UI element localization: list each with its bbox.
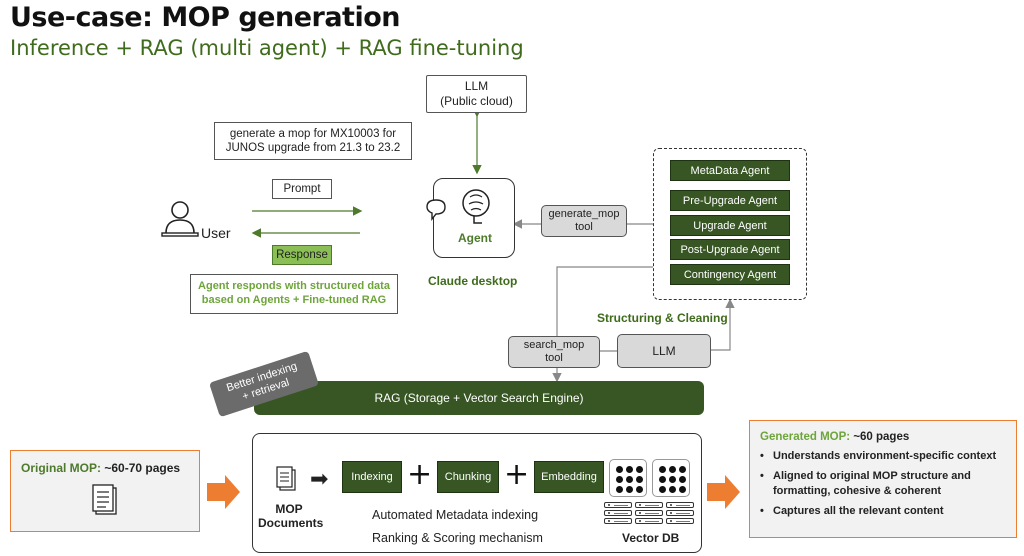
search-mop-label: search_mop	[523, 338, 585, 351]
agent-box: Agent	[433, 178, 515, 258]
generated-mop-bullet: Captures all the relevant content	[760, 504, 1006, 519]
rag-bar: RAG (Storage + Vector Search Engine)	[254, 381, 704, 415]
chat-bubble-icon	[426, 199, 446, 221]
agent-caption: Claude desktop	[428, 274, 518, 288]
plus-sign: +	[407, 457, 433, 492]
user-label: User	[201, 225, 231, 241]
arrow-right-icon	[707, 475, 740, 509]
pipeline-note-2: Ranking & Scoring mechanism	[372, 531, 543, 545]
agent-pre-upgrade: Pre-Upgrade Agent	[670, 190, 790, 211]
llm-public-label: LLM	[464, 79, 489, 93]
llm-public-cloud-box: LLM(Public cloud)	[426, 75, 527, 113]
agent-contingency: Contingency Agent	[670, 264, 790, 285]
agent-response-line-1: Agent responds with structured data	[198, 280, 390, 293]
vector-db-label: Vector DB	[622, 531, 680, 545]
brain-icon	[462, 189, 490, 224]
pipeline-note-1: Automated Metadata indexing	[372, 508, 539, 522]
response-label: Response	[272, 245, 332, 265]
prompt-label: Prompt	[272, 179, 332, 199]
embedding-grid-icon	[652, 459, 690, 497]
structuring-label: Structuring & Cleaning	[597, 311, 728, 325]
step-chunking: Chunking	[437, 461, 499, 493]
step-embedding: Embedding	[534, 461, 604, 493]
agent-label: Agent	[458, 231, 492, 245]
generated-mop-bullet: Understands environment-specific context	[760, 449, 1006, 464]
original-mop-heading: Original MOP: ~60-70 pages	[21, 461, 180, 475]
embedding-grid-icon	[609, 459, 647, 497]
step-indexing: Indexing	[342, 461, 402, 493]
agent-post-upgrade: Post-Upgrade Agent	[670, 239, 790, 260]
mop-documents-label: MOP Documents	[258, 502, 324, 531]
document-icon	[92, 484, 117, 515]
pipeline-box	[252, 433, 702, 553]
agents-group	[653, 148, 807, 300]
agent-upgrade: Upgrade Agent	[670, 215, 790, 236]
generate-mop-label: generate_mop	[548, 207, 620, 220]
original-mop-box: Original MOP: ~60-70 pages	[10, 450, 200, 532]
arrow-right-icon	[207, 475, 240, 509]
page-title: Use-case: MOP generation	[10, 2, 400, 33]
generated-mop-value: ~60 pages	[853, 431, 910, 443]
llm-local-box: LLM	[617, 334, 711, 368]
agent-metadata: MetaData Agent	[670, 160, 790, 181]
original-mop-label: Original MOP:	[21, 461, 102, 475]
generate-mop-sub: tool	[575, 221, 593, 233]
generated-mop-heading: Generated MOP: ~60 pages	[760, 431, 1006, 443]
user-icon	[161, 201, 199, 237]
plus-sign: +	[504, 457, 530, 492]
page-subtitle: Inference + RAG (multi agent) + RAG fine…	[10, 36, 524, 60]
mop-docs-line-2: Documents	[258, 516, 324, 531]
mop-document-icon	[276, 466, 296, 491]
generated-mop-label: Generated MOP:	[760, 431, 851, 443]
generated-mop-box: Generated MOP: ~60 pages Understands env…	[749, 420, 1017, 538]
prompt-line-1: generate a mop for MX10003 for	[229, 127, 397, 140]
llm-public-sub: (Public cloud)	[440, 94, 513, 108]
generated-mop-bullet: Aligned to original MOP structure and fo…	[760, 469, 1006, 498]
agent-response-line-2: based on Agents + Fine-tuned RAG	[201, 294, 387, 306]
search-mop-sub: tool	[545, 352, 563, 364]
prompt-line-2: JUNOS upgrade from 21.3 to 23.2	[225, 142, 401, 154]
arrow-right-bold-icon: ➡	[310, 466, 329, 491]
original-mop-value: ~60-70 pages	[104, 461, 181, 475]
mop-docs-line-1: MOP	[275, 502, 303, 516]
